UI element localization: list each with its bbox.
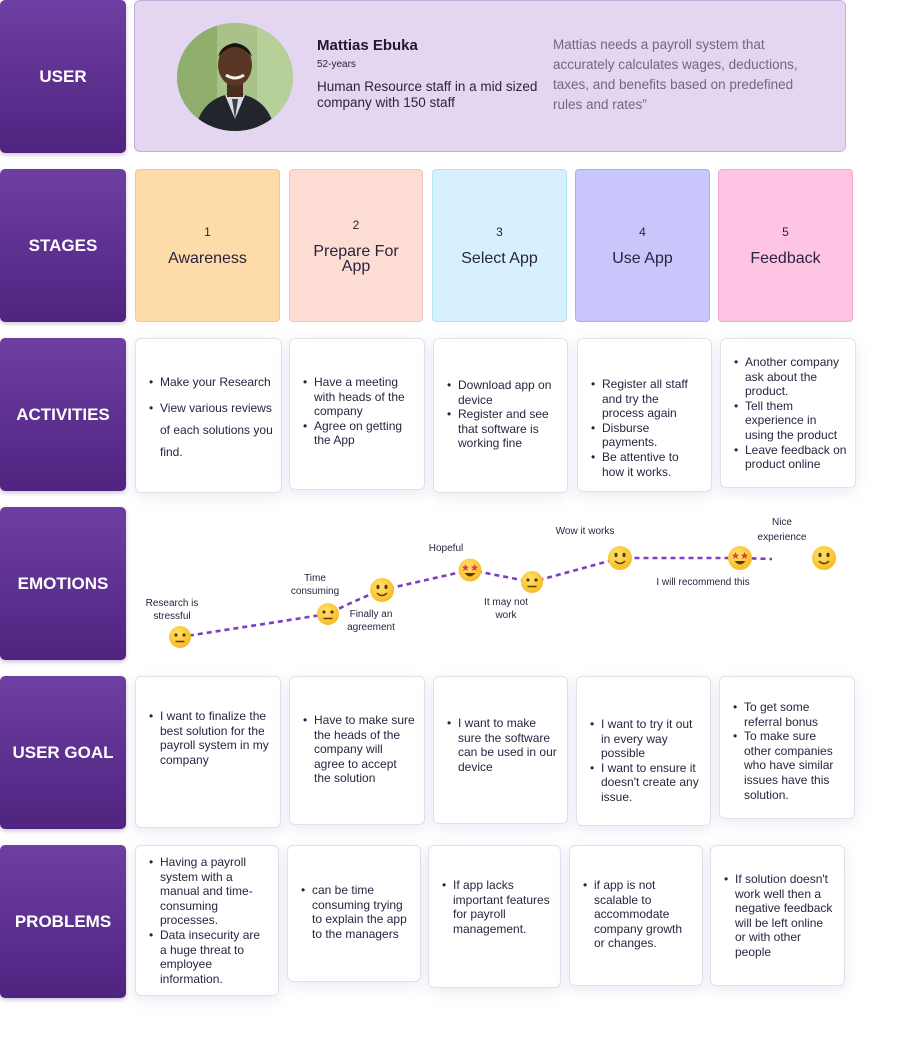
- list-item: Make your Research: [149, 375, 273, 390]
- list-item: I want to ensure it doesn't create any i…: [590, 761, 702, 805]
- neutral-face-icon: [317, 603, 339, 625]
- user-quote: Mattias needs a payroll system that accu…: [553, 37, 798, 112]
- list-item: Having a payroll system with a manual an…: [149, 855, 270, 928]
- stage-title: Awareness: [168, 250, 247, 267]
- stage-number: 3: [496, 225, 503, 239]
- user-age: 52-years: [317, 59, 356, 70]
- emotion-label: Wow it works: [555, 526, 615, 537]
- list-item: If solution doesn't work well then a neg…: [724, 872, 836, 960]
- row-label-stages: STAGES: [0, 169, 126, 322]
- goal-card-3: I want to make sure the software can be …: [433, 676, 568, 824]
- activity-card-5: Another company ask about the product. T…: [720, 338, 856, 488]
- list-item: Tell them experience in using the produc…: [734, 399, 847, 443]
- list-item: View various reviews of each solutions y…: [149, 397, 273, 463]
- activity-card-3: Download app on device Register and see …: [433, 338, 568, 493]
- stage-prepare-for-app: 2 Prepare For App: [289, 169, 423, 322]
- list-item: Agree on getting the App: [303, 419, 416, 448]
- list-item: If app lacks important features for payr…: [442, 878, 552, 936]
- activity-card-4: Register all staff and try the process a…: [577, 338, 712, 492]
- problem-card-1: Having a payroll system with a manual an…: [135, 845, 279, 996]
- row-label-activities: ACTIVITIES: [0, 338, 126, 491]
- row-label-emotions: EMOTIONS: [0, 507, 126, 660]
- stage-title: Use App: [612, 250, 673, 267]
- smiling-face-icon: [370, 578, 394, 602]
- problem-card-4: if app is not scalable to accommodate co…: [569, 845, 703, 986]
- neutral-face-icon: [521, 571, 543, 593]
- list-item: Have a meeting with heads of the company: [303, 375, 416, 419]
- goal-card-5: To get some referral bonus To make sure …: [719, 676, 855, 819]
- row-label-user-goal: USER GOAL: [0, 676, 126, 829]
- row-label-problems: PROBLEMS: [0, 845, 126, 998]
- user-name: Mattias Ebuka: [317, 37, 418, 54]
- list-item: if app is not scalable to accommodate co…: [583, 878, 694, 951]
- stage-use-app: 4 Use App: [575, 169, 710, 322]
- row-label-user: USER: [0, 0, 126, 153]
- list-item: I want to make sure the software can be …: [447, 716, 559, 774]
- goal-card-2: Have to make sure the heads of the compa…: [289, 676, 425, 825]
- stage-number: 4: [639, 225, 646, 239]
- list-item: can be time consuming trying to explain …: [301, 883, 412, 941]
- list-item: Disburse payments.: [591, 421, 703, 450]
- list-item: I want to finalize the best solution for…: [149, 709, 272, 767]
- problem-card-2: can be time consuming trying to explain …: [287, 845, 421, 982]
- emotion-label: It may not work: [484, 597, 528, 621]
- user-avatar: [177, 23, 293, 131]
- person-photo-icon: [177, 23, 293, 131]
- neutral-face-icon: [169, 626, 191, 648]
- list-item: Have to make sure the heads of the compa…: [303, 713, 416, 786]
- stage-select-app: 3 Select App: [432, 169, 567, 322]
- goal-card-1: I want to finalize the best solution for…: [135, 676, 281, 828]
- list-item: Register and see that software is workin…: [447, 407, 559, 451]
- stage-title: Select App: [461, 250, 538, 267]
- activity-card-2: Have a meeting with heads of the company…: [289, 338, 425, 490]
- problem-card-5: If solution doesn't work well then a neg…: [710, 845, 845, 986]
- activity-card-1: Make your Research View various reviews …: [135, 338, 282, 493]
- list-item: Another company ask about the product.: [734, 355, 847, 399]
- list-item: Data insecurity are a huge threat to emp…: [149, 928, 270, 986]
- star-struck-face-icon: [458, 558, 482, 582]
- list-item: To get some referral bonus: [733, 700, 846, 729]
- stage-feedback: 5 Feedback: [718, 169, 853, 322]
- user-description: Human Resource staff in a mid sized comp…: [317, 79, 538, 110]
- stage-number: 1: [204, 225, 211, 239]
- list-item: I want to try it out in every way possib…: [590, 717, 702, 761]
- stage-number: 5: [782, 225, 789, 239]
- list-item: Download app on device: [447, 378, 559, 407]
- list-item: To make sure other companies who have si…: [733, 729, 846, 802]
- emotion-label: Time consuming: [290, 573, 340, 597]
- problem-card-3: If app lacks important features for payr…: [428, 845, 561, 988]
- emotion-label: Hopeful: [428, 543, 464, 554]
- user-panel: Mattias Ebuka 52-years Human Resource st…: [134, 0, 846, 152]
- emotion-label: I will recommend this: [656, 577, 750, 588]
- list-item: Leave feedback on product online: [734, 443, 847, 472]
- emotion-label: Finally an agreement: [347, 609, 395, 633]
- stage-number: 2: [352, 217, 360, 232]
- stage-awareness: 1 Awareness: [135, 169, 280, 322]
- emotion-label: Research is stressful: [145, 598, 199, 622]
- emotion-label: Nice experience: [757, 517, 807, 543]
- smiling-face-icon: [812, 546, 836, 570]
- goal-card-4: I want to try it out in every way possib…: [576, 676, 711, 826]
- star-struck-face-icon: [728, 546, 752, 570]
- list-item: Be attentive to how it works.: [591, 450, 703, 479]
- stage-title: Feedback: [750, 250, 821, 267]
- stage-title: Prepare For App: [313, 242, 399, 275]
- smiling-face-icon: [608, 546, 632, 570]
- list-item: Register all staff and try the process a…: [591, 377, 703, 421]
